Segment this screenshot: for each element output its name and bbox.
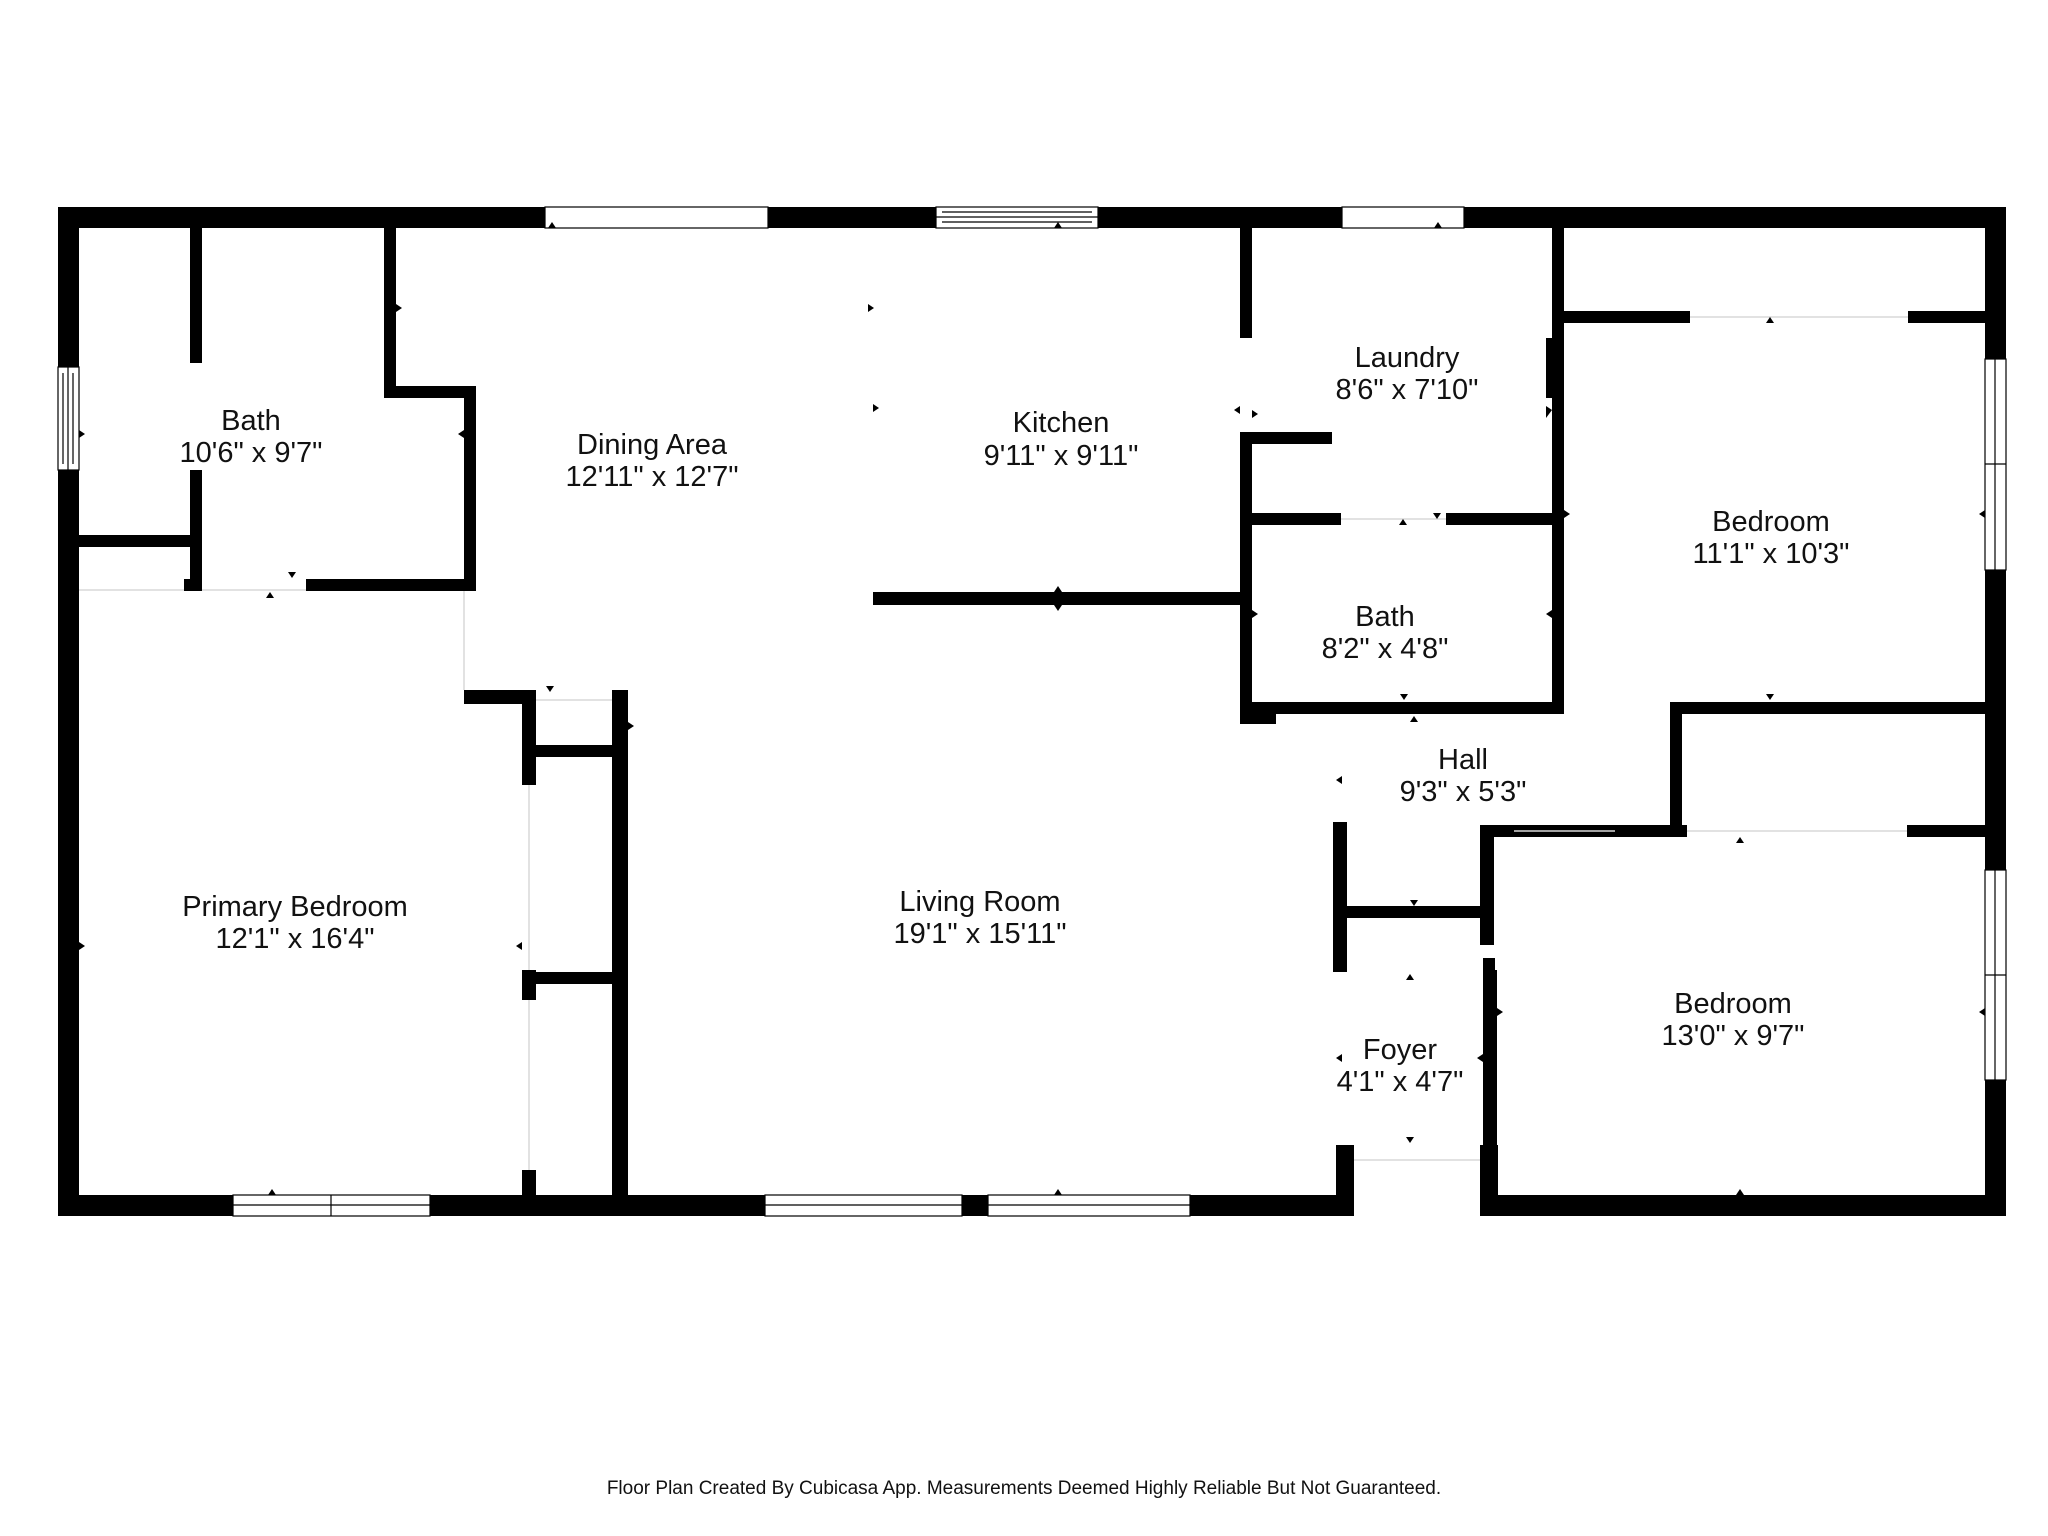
bath-1-dimensions: 10'6" x 9'7" xyxy=(180,437,323,469)
laundry-name: Laundry xyxy=(1355,342,1460,374)
living-room-name: Living Room xyxy=(899,886,1060,918)
bedroom-2-name: Bedroom xyxy=(1674,988,1792,1020)
dining-area-dimensions: 12'11" x 12'7" xyxy=(565,461,738,493)
bedroom-1-name: Bedroom xyxy=(1712,506,1830,538)
room-labels: Bath 10'6" x 9'7" Dining Area 12'11" x 1… xyxy=(180,342,1850,1098)
dining-area-name: Dining Area xyxy=(577,429,728,461)
bath-2-dimensions: 8'2" x 4'8" xyxy=(1322,633,1449,665)
dimension-markers xyxy=(79,222,1985,1195)
hall-dimensions: 9'3" x 5'3" xyxy=(1400,776,1527,808)
bedroom-1-dimensions: 11'1" x 10'3" xyxy=(1693,538,1850,570)
footer-disclaimer: Floor Plan Created By Cubicasa App. Meas… xyxy=(607,1478,1441,1499)
laundry-dimensions: 8'6" x 7'10" xyxy=(1336,374,1479,406)
bath-1-name: Bath xyxy=(221,405,281,437)
foyer-name: Foyer xyxy=(1363,1034,1437,1066)
hall-name: Hall xyxy=(1438,744,1488,776)
primary-bedroom-dimensions: 12'1" x 16'4" xyxy=(215,923,374,955)
foyer-dimensions: 4'1" x 4'7" xyxy=(1337,1066,1464,1098)
kitchen-name: Kitchen xyxy=(1013,407,1110,439)
primary-bedroom-name: Primary Bedroom xyxy=(182,891,408,923)
bath-2-name: Bath xyxy=(1355,601,1415,633)
kitchen-dimensions: 9'11" x 9'11" xyxy=(984,440,1139,472)
walls xyxy=(58,207,2006,1216)
living-room-dimensions: 19'1" x 15'11" xyxy=(893,918,1066,950)
bedroom-2-dimensions: 13'0" x 9'7" xyxy=(1662,1020,1805,1052)
